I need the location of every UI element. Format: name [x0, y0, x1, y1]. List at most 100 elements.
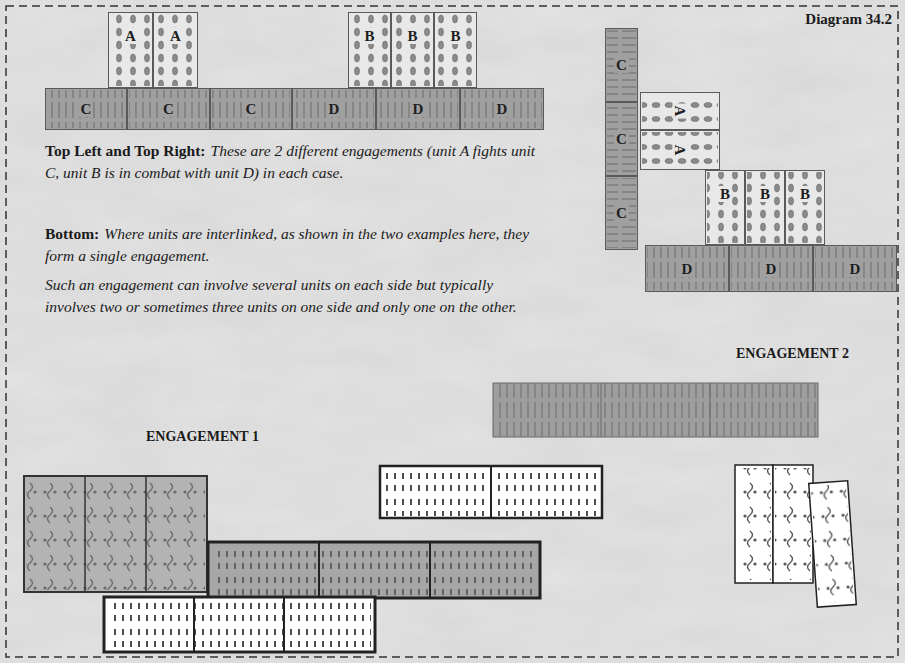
- unit-letter: D: [495, 101, 510, 117]
- unit-base-fill: [434, 12, 477, 88]
- unit-base-fill: [605, 176, 638, 250]
- unit-base-fill: [129, 90, 208, 128]
- unit-base: C: [127, 88, 210, 130]
- engagement-heading: ENGAGEMENT 2: [736, 346, 849, 362]
- unit-base-fill: [642, 94, 718, 128]
- unit-base-fill: [731, 247, 811, 290]
- unit-base: C: [605, 176, 638, 250]
- unit-base-fill: [640, 92, 720, 130]
- unit-base-fill: [47, 90, 125, 128]
- paragraph-heading: Top Left and Top Right:: [45, 142, 206, 159]
- unit-base-fill: [729, 245, 813, 292]
- unit-base-fill: [462, 90, 542, 128]
- unit-base: D: [813, 245, 897, 292]
- unit-letter: D: [848, 261, 863, 277]
- unit-letter: B: [758, 186, 772, 202]
- unit-letter: A: [123, 28, 138, 44]
- unit-base: D: [376, 88, 460, 130]
- unit-base-fill: [813, 245, 897, 292]
- unit-base-fill: [45, 88, 127, 130]
- unit-base-fill: [642, 132, 718, 168]
- unit-base-fill: [787, 172, 823, 243]
- unit-base-fill: [108, 12, 153, 88]
- unit-base-fill: [640, 130, 720, 170]
- unit-base: D: [645, 245, 729, 292]
- unit-letter: C: [614, 57, 629, 73]
- unit-letter: A: [672, 143, 688, 158]
- unit-letter: B: [718, 186, 732, 202]
- unit-base-fill: [436, 14, 475, 86]
- unit-base: C: [605, 28, 638, 102]
- unit-base: C: [45, 88, 127, 130]
- unit-letter: C: [161, 101, 176, 117]
- unit-letter: B: [798, 186, 812, 202]
- unit-letter: C: [79, 101, 94, 117]
- unit-base-fill: [127, 88, 210, 130]
- unit-base-fill: [350, 14, 389, 86]
- unit-letter: D: [327, 101, 342, 117]
- unit-base-fill: [785, 170, 825, 245]
- unit-base-fill: [294, 90, 374, 128]
- unit-base-fill: [645, 245, 729, 292]
- unit-base-fill: [292, 88, 376, 130]
- unit-base: A: [640, 130, 720, 170]
- explanation-paragraph: Bottom:Where units are interlinked, as s…: [45, 223, 545, 267]
- paragraph-text: Where units are interlinked, as shown in…: [45, 225, 529, 264]
- unit-base-fill: [376, 88, 460, 130]
- unit-base-fill: [378, 90, 458, 128]
- unit-base-fill: [707, 172, 743, 243]
- unit-base: C: [605, 102, 638, 176]
- unit-base-fill: [745, 170, 785, 245]
- unit-base: B: [391, 12, 434, 88]
- unit-base: B: [745, 170, 785, 245]
- engagement-heading: ENGAGEMENT 1: [146, 429, 259, 445]
- paragraph-text: Such an engagement can involve several u…: [45, 276, 517, 315]
- unit-base-fill: [393, 14, 432, 86]
- unit-letter: B: [448, 28, 462, 44]
- unit-base-fill: [605, 28, 638, 102]
- unit-base: D: [292, 88, 376, 130]
- unit-base-fill: [747, 172, 783, 243]
- unit-letter: C: [244, 101, 259, 117]
- unit-base-fill: [607, 30, 636, 100]
- unit-base-fill: [647, 247, 727, 290]
- unit-base: D: [460, 88, 544, 130]
- unit-base-fill: [110, 14, 151, 86]
- unit-base-fill: [210, 88, 292, 130]
- unit-base: D: [729, 245, 813, 292]
- unit-base-fill: [460, 88, 544, 130]
- unit-letter: A: [672, 104, 688, 119]
- unit-base-fill: [155, 14, 196, 86]
- paragraph-heading: Bottom:: [45, 225, 99, 242]
- unit-base: B: [348, 12, 391, 88]
- unit-base: C: [210, 88, 292, 130]
- unit-base: A: [108, 12, 153, 88]
- unit-base: A: [640, 92, 720, 130]
- unit-base: B: [705, 170, 745, 245]
- unit-base: B: [785, 170, 825, 245]
- unit-letter: D: [680, 261, 695, 277]
- unit-letter: B: [405, 28, 419, 44]
- unit-letter: B: [362, 28, 376, 44]
- unit-base-fill: [348, 12, 391, 88]
- unit-base: A: [153, 12, 198, 88]
- unit-base-fill: [153, 12, 198, 88]
- unit-base-fill: [607, 104, 636, 174]
- unit-base-fill: [607, 178, 636, 248]
- diagram-title: Diagram 34.2: [805, 11, 892, 28]
- unit-letter: D: [764, 261, 779, 277]
- unit-base-fill: [391, 12, 434, 88]
- unit-base: B: [434, 12, 477, 88]
- unit-base-fill: [605, 102, 638, 176]
- unit-letter: A: [168, 28, 183, 44]
- unit-letter: D: [411, 101, 426, 117]
- unit-letter: C: [614, 205, 629, 221]
- explanation-paragraph: Top Left and Top Right:These are 2 diffe…: [45, 140, 545, 184]
- unit-base-fill: [815, 247, 895, 290]
- unit-base-fill: [705, 170, 745, 245]
- unit-letter: C: [614, 131, 629, 147]
- explanation-paragraph: Such an engagement can involve several u…: [45, 274, 545, 318]
- unit-base-fill: [212, 90, 290, 128]
